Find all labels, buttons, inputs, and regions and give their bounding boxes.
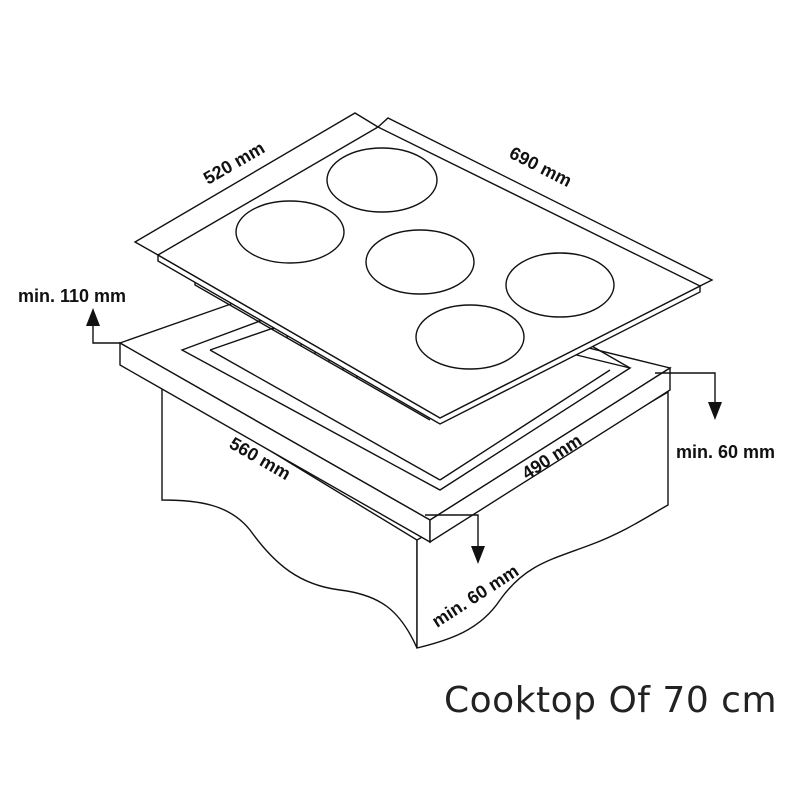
arrow-line-front [425, 514, 479, 552]
label-min-60-side: min. 60 mm [676, 442, 775, 462]
cabinet-body-right [416, 390, 669, 649]
arrow-line-110 [92, 318, 120, 344]
burner-back-left [235, 200, 345, 264]
burner-back-center [326, 147, 438, 213]
arrow-up-icon [86, 308, 100, 326]
label-690: 690 mm [506, 143, 575, 191]
dimension-line-520 [133, 112, 379, 256]
burner-right [505, 252, 615, 318]
label-min-110: min. 110 mm [18, 286, 126, 306]
burner-front [415, 304, 525, 370]
burner-center [365, 229, 475, 295]
dimension-line-690 [377, 117, 714, 287]
arrow-down-icon [471, 546, 485, 564]
arrow-line-side [655, 372, 716, 408]
arrow-down-icon [708, 402, 722, 420]
diagram-title: Cooktop Of 70 cm [444, 680, 778, 721]
cabinet-body [161, 383, 418, 649]
countertop-front-right [429, 366, 671, 544]
label-520: 520 mm [200, 138, 268, 189]
